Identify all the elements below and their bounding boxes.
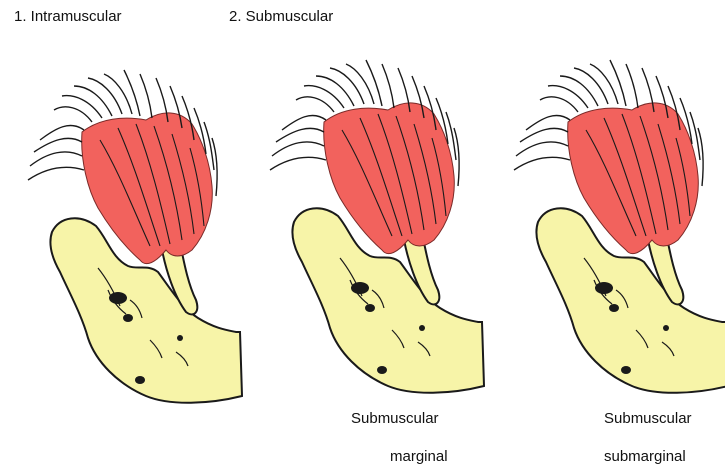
figure-submuscular-submarginal (514, 60, 725, 393)
caption-submarginal-line1: Submuscular (604, 410, 692, 427)
caption-marginal-line2: marginal (390, 448, 448, 465)
caption-submarginal-line2: submarginal (604, 448, 686, 465)
caption-marginal-line1: Submuscular (351, 410, 439, 427)
figure-submuscular-marginal (270, 60, 484, 393)
figure-intramuscular (28, 70, 242, 403)
